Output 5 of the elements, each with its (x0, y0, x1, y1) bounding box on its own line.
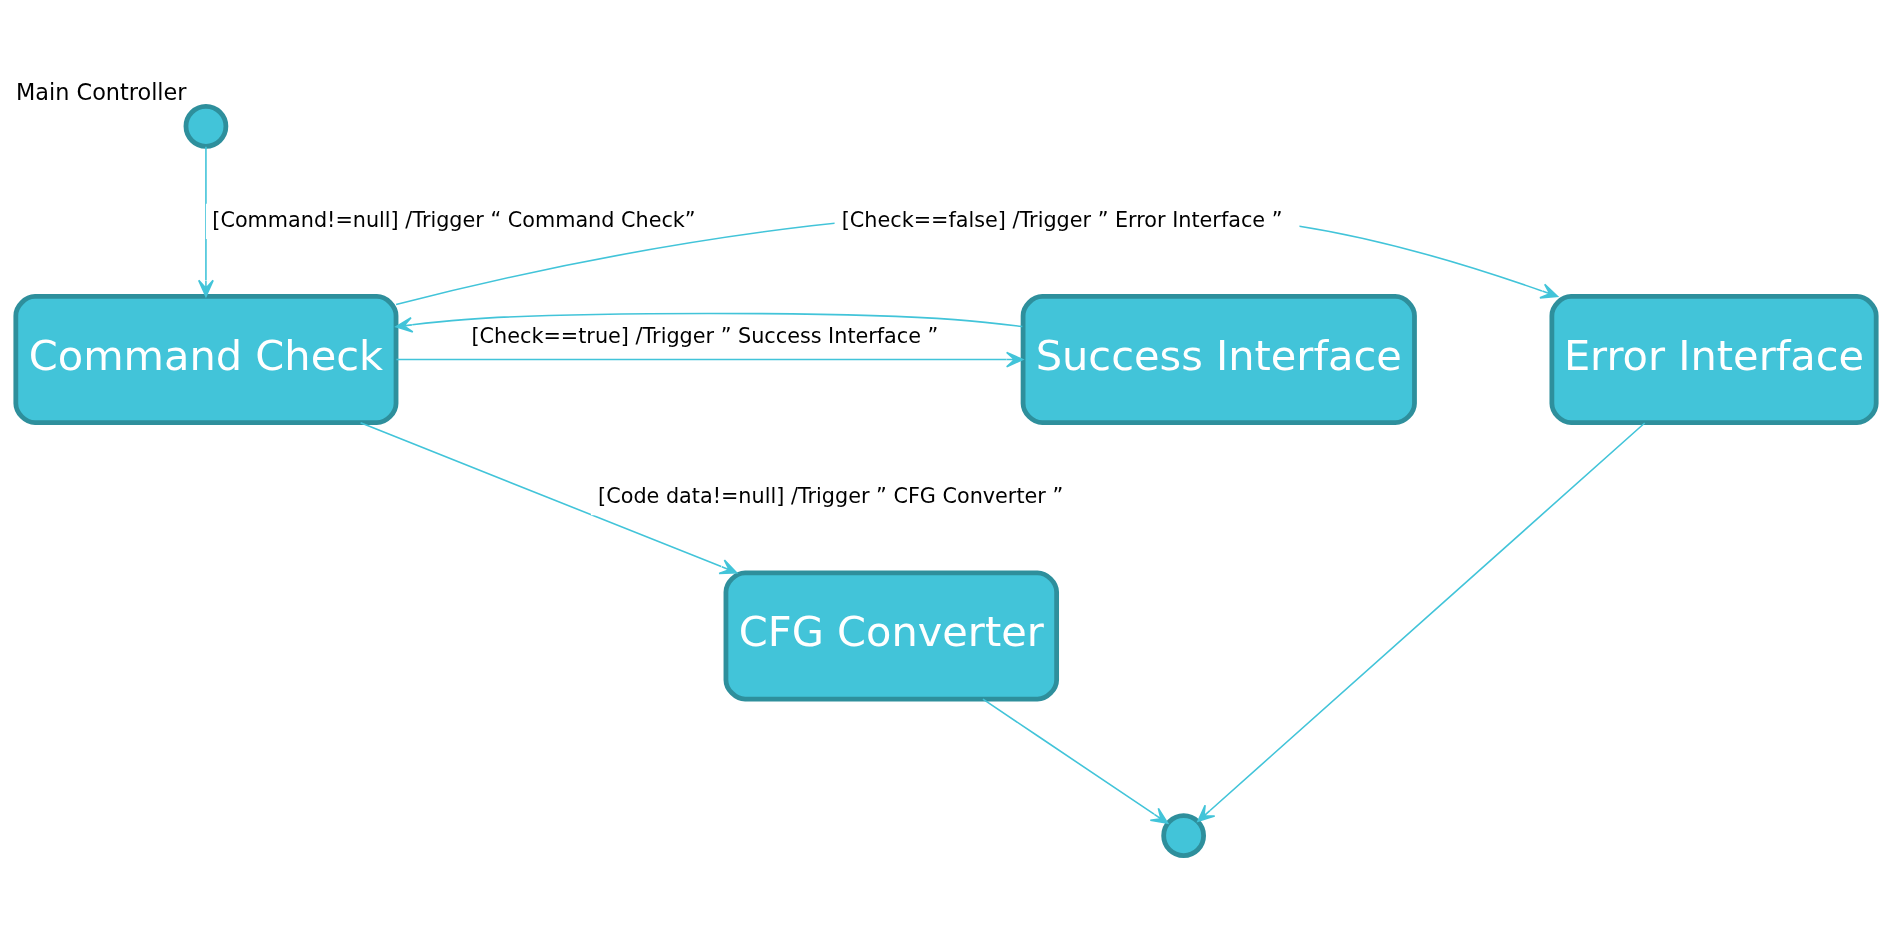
node-label: Main Controller (15, 79, 187, 106)
edge-label: [Code data!=null] /Trigger ” CFG Converter ” (597, 484, 1063, 509)
edge-label: [Check==true] /Trigger ” Success Interface ” (471, 323, 938, 348)
edge-label: [Command!=null] /Trigger “ Command Check” (211, 207, 696, 232)
edge-label: [Check==false] /Trigger ” Error Interface ” (841, 207, 1282, 232)
